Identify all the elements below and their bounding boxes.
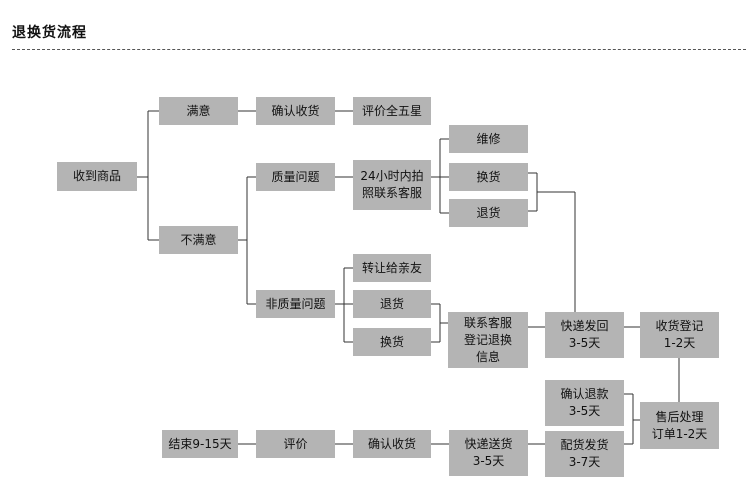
node-confirm-receipt-bottom: 确认收货 <box>353 430 431 458</box>
node-unsatisfied: 不满意 <box>159 226 238 254</box>
node-return-quality: 退货 <box>449 199 528 227</box>
node-confirm-receipt-top: 确认收货 <box>256 97 335 125</box>
node-express-deliver: 快递送货 3-5天 <box>449 430 528 476</box>
node-transfer-to-friends: 转让给亲友 <box>353 254 431 282</box>
node-express-back: 快递发回 3-5天 <box>545 312 624 358</box>
node-receive-goods: 收到商品 <box>57 162 137 191</box>
node-exchange-non-quality: 换货 <box>353 328 431 356</box>
node-repair: 维修 <box>449 125 528 153</box>
node-return-non-quality: 退货 <box>353 290 431 318</box>
title-divider <box>12 49 746 50</box>
node-exchange-quality: 换货 <box>449 163 528 191</box>
page-title: 退换货流程 <box>12 25 87 41</box>
node-ship-goods: 配货发货 3-7天 <box>545 431 624 477</box>
node-photo-contact: 24小时内拍 照联系客服 <box>353 160 431 210</box>
node-review: 评价 <box>256 430 335 458</box>
node-confirm-refund: 确认退款 3-5天 <box>545 380 624 426</box>
node-receipt-register: 收货登记 1-2天 <box>640 312 719 358</box>
node-contact-register: 联系客服 登记退换 信息 <box>448 312 528 368</box>
node-non-quality-issue: 非质量问题 <box>256 290 335 318</box>
node-satisfied: 满意 <box>159 97 238 125</box>
node-end: 结束9-15天 <box>162 430 238 458</box>
node-after-sales: 售后处理 订单1-2天 <box>640 402 719 449</box>
node-five-star-review: 评价全五星 <box>353 97 431 125</box>
node-quality-issue: 质量问题 <box>256 163 335 191</box>
